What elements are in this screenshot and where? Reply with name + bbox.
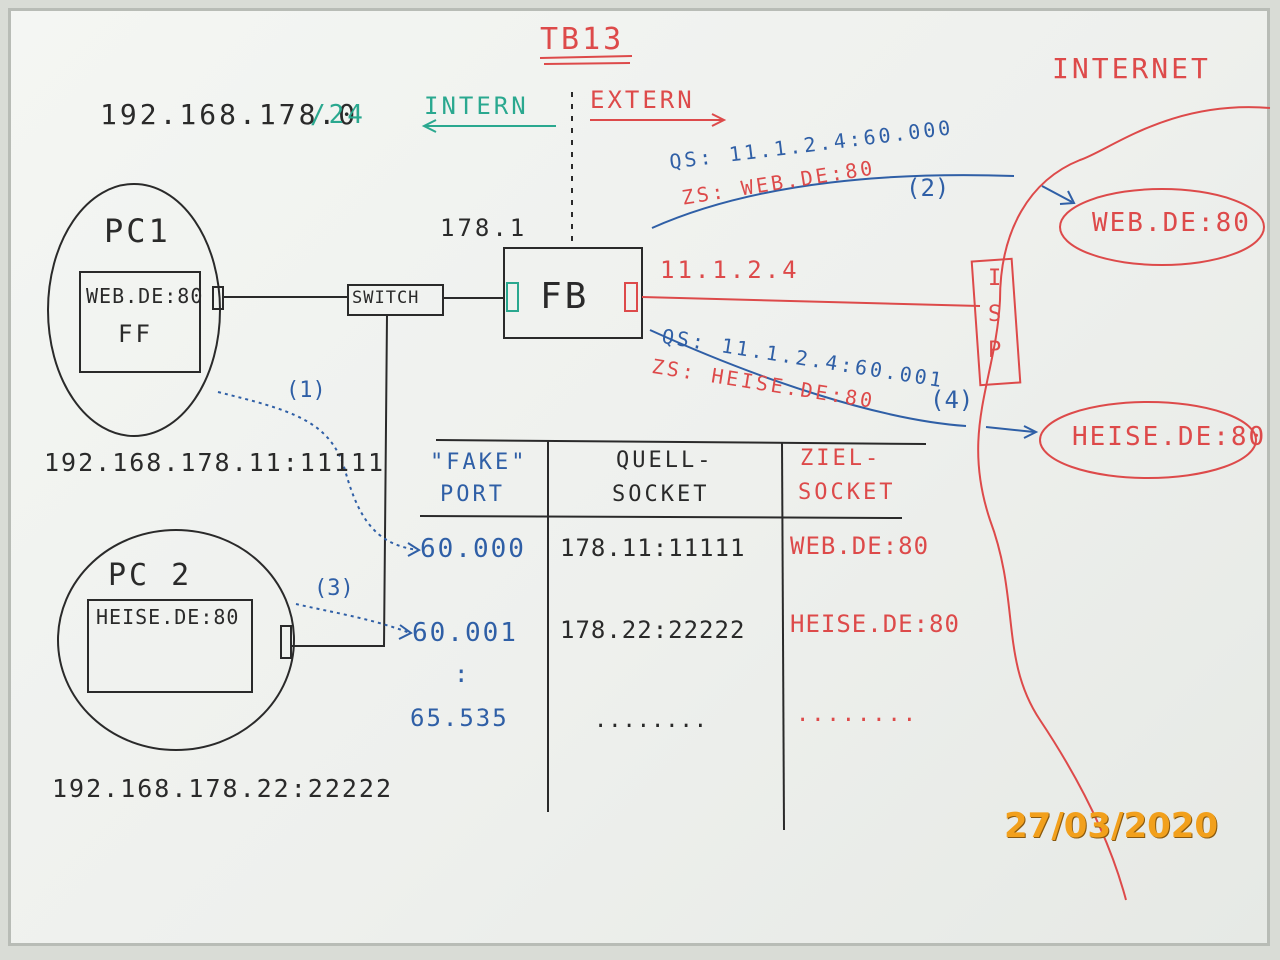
title-underline [539, 55, 633, 59]
table-row2-port: 60.001 [412, 618, 518, 648]
internet-boundary [977, 106, 1271, 901]
board-title: TB13 [540, 22, 625, 57]
table-row3-source: ........ [594, 708, 708, 733]
table-header-quell-1: QUELL- [616, 448, 714, 473]
step-3: (3) [314, 576, 354, 601]
date-stamp: 27/03/2020 [1004, 806, 1219, 846]
router-external-port [624, 282, 638, 312]
table-header-quell-2: SOCKET [612, 482, 710, 507]
server-heise-label: HEISE.DE:80 [1072, 422, 1267, 452]
switch-label: SWITCH [352, 288, 420, 308]
table-header-ziel-1: ZIEL- [800, 446, 882, 471]
switch-box [347, 284, 444, 316]
table-row3-port: 65.535 [410, 704, 509, 732]
pc1-window-browser: FF [118, 320, 153, 348]
pc1-window [79, 271, 201, 373]
pc2-label: PC 2 [108, 558, 193, 593]
table-row3-target: ........ [796, 702, 918, 727]
whiteboard [8, 8, 1270, 946]
table-top-line [435, 439, 927, 445]
router-label: FB [540, 276, 590, 317]
pc2-window-url: HEISE.DE:80 [96, 605, 240, 629]
router-box [503, 247, 643, 339]
step-2: (2) [906, 174, 950, 202]
table-header-ziel-2: SOCKET [798, 480, 896, 505]
isp-letter-3: P [988, 338, 1005, 363]
table-header-fakeport-1: "FAKE" [430, 450, 528, 475]
pc2-outline [57, 529, 295, 751]
intern-label: INTERN [424, 92, 529, 120]
title-underline-2 [543, 62, 631, 65]
table-row1-source: 178.11:11111 [560, 534, 746, 562]
step-4: (4) [930, 386, 974, 414]
step-1: (1) [286, 378, 326, 403]
server-web-outline [1059, 188, 1265, 266]
table-row2-source: 178.22:22222 [560, 616, 746, 644]
network-mask: /24 [310, 100, 366, 130]
pc2-address: 192.168.178.22:22222 [52, 774, 394, 803]
extern-label: EXTERN [590, 86, 695, 114]
router-external-ip: 11.1.2.4 [660, 256, 800, 284]
server-web-label: WEB.DE:80 [1092, 208, 1251, 238]
router-internal-ip: 178.1 [440, 214, 528, 242]
pc2-window [87, 599, 253, 693]
isp-letter-2: S [988, 302, 1005, 327]
internet-label: INTERNET [1052, 52, 1211, 85]
table-ellipsis: : [454, 660, 472, 688]
table-col-line-2 [781, 441, 785, 831]
pc1-address: 192.168.178.11:11111 [44, 448, 386, 477]
isp-box [970, 257, 1022, 387]
network-address: 192.168.178.0 [100, 98, 359, 131]
table-row1-target: WEB.DE:80 [790, 532, 930, 560]
table-header-fakeport-2: PORT [440, 482, 505, 507]
table-row1-port: 60.000 [420, 534, 526, 564]
pc1-label: PC1 [104, 212, 171, 250]
router-internal-port [506, 282, 519, 312]
pc2-port [280, 625, 292, 659]
isp-letter-1: I [988, 266, 1005, 291]
table-header-line [419, 515, 903, 519]
table-row2-target: HEISE.DE:80 [790, 610, 960, 638]
server-heise-outline [1039, 401, 1257, 479]
pc1-window-url: WEB.DE:80 [86, 284, 204, 308]
